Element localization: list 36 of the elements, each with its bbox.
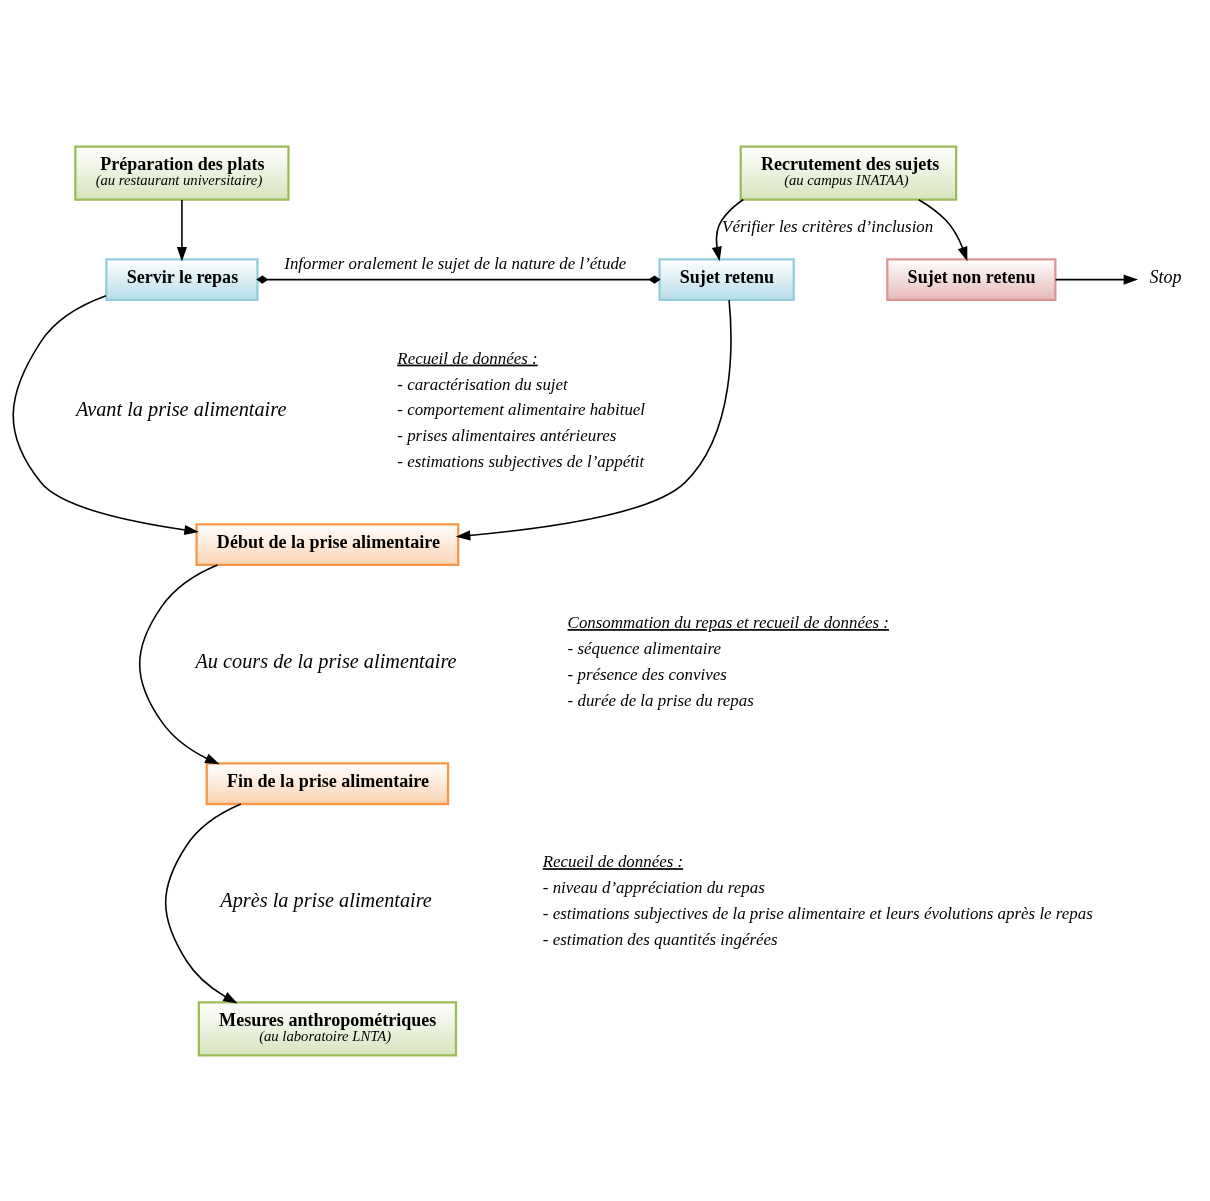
arrow [455,298,732,540]
edge-label: Informer oralement le sujet de la nature de l’étude [284,253,627,273]
node-box: Fin de la prise alimentaire [205,761,450,805]
node-box: Préparation des plats (au restaurant universitaire) [74,144,290,201]
label: - présence des convives [567,664,727,684]
label: Consommation du repas et recueil de données : [567,612,889,632]
label: - estimations subjectives de l’appétit [397,451,645,471]
arrow [917,198,968,261]
node-box: Début de la prise alimentaire [195,522,460,566]
label: Après la prise alimentaire [220,888,432,911]
label: - estimations subjectives de la prise alimentaire et leurs évolutions après le repas [542,903,1093,923]
arrow [12,294,199,535]
connector [256,275,661,284]
label: Avant la prise alimentaire [75,397,287,420]
node-box: Sujet non retenu [886,257,1057,301]
label: Recueil de données : [542,851,684,871]
arrow [711,198,745,261]
label: - durée de la prise du repas [567,690,754,710]
label: - comportement alimentaire habituel [397,399,646,419]
node-text: Stop [1149,266,1182,287]
node-box: Mesures anthropométriques (au laboratoire LNTA) [197,1000,458,1057]
arrow [164,802,242,1003]
node-box: Sujet retenu [658,257,795,301]
label: Au cours de la prise alimentaire [195,649,457,672]
label: - niveau d’appréciation du repas [542,877,765,897]
arrow [138,563,220,764]
node-box: Recrutement des sujets (au campus INATAA) [739,144,958,201]
node-box: Servir le repas [105,257,259,301]
arrow [1054,274,1139,285]
edge-label: Vérifier les critères d’inclusion [722,216,934,236]
label: - caractérisation du sujet [397,374,568,394]
label: - prises alimentaires antérieures [397,425,617,445]
arrow [176,198,187,262]
label: - estimation des quantités ingérées [542,929,778,949]
label: Recueil de données : [397,348,538,368]
label: - séquence alimentaire [567,638,721,658]
